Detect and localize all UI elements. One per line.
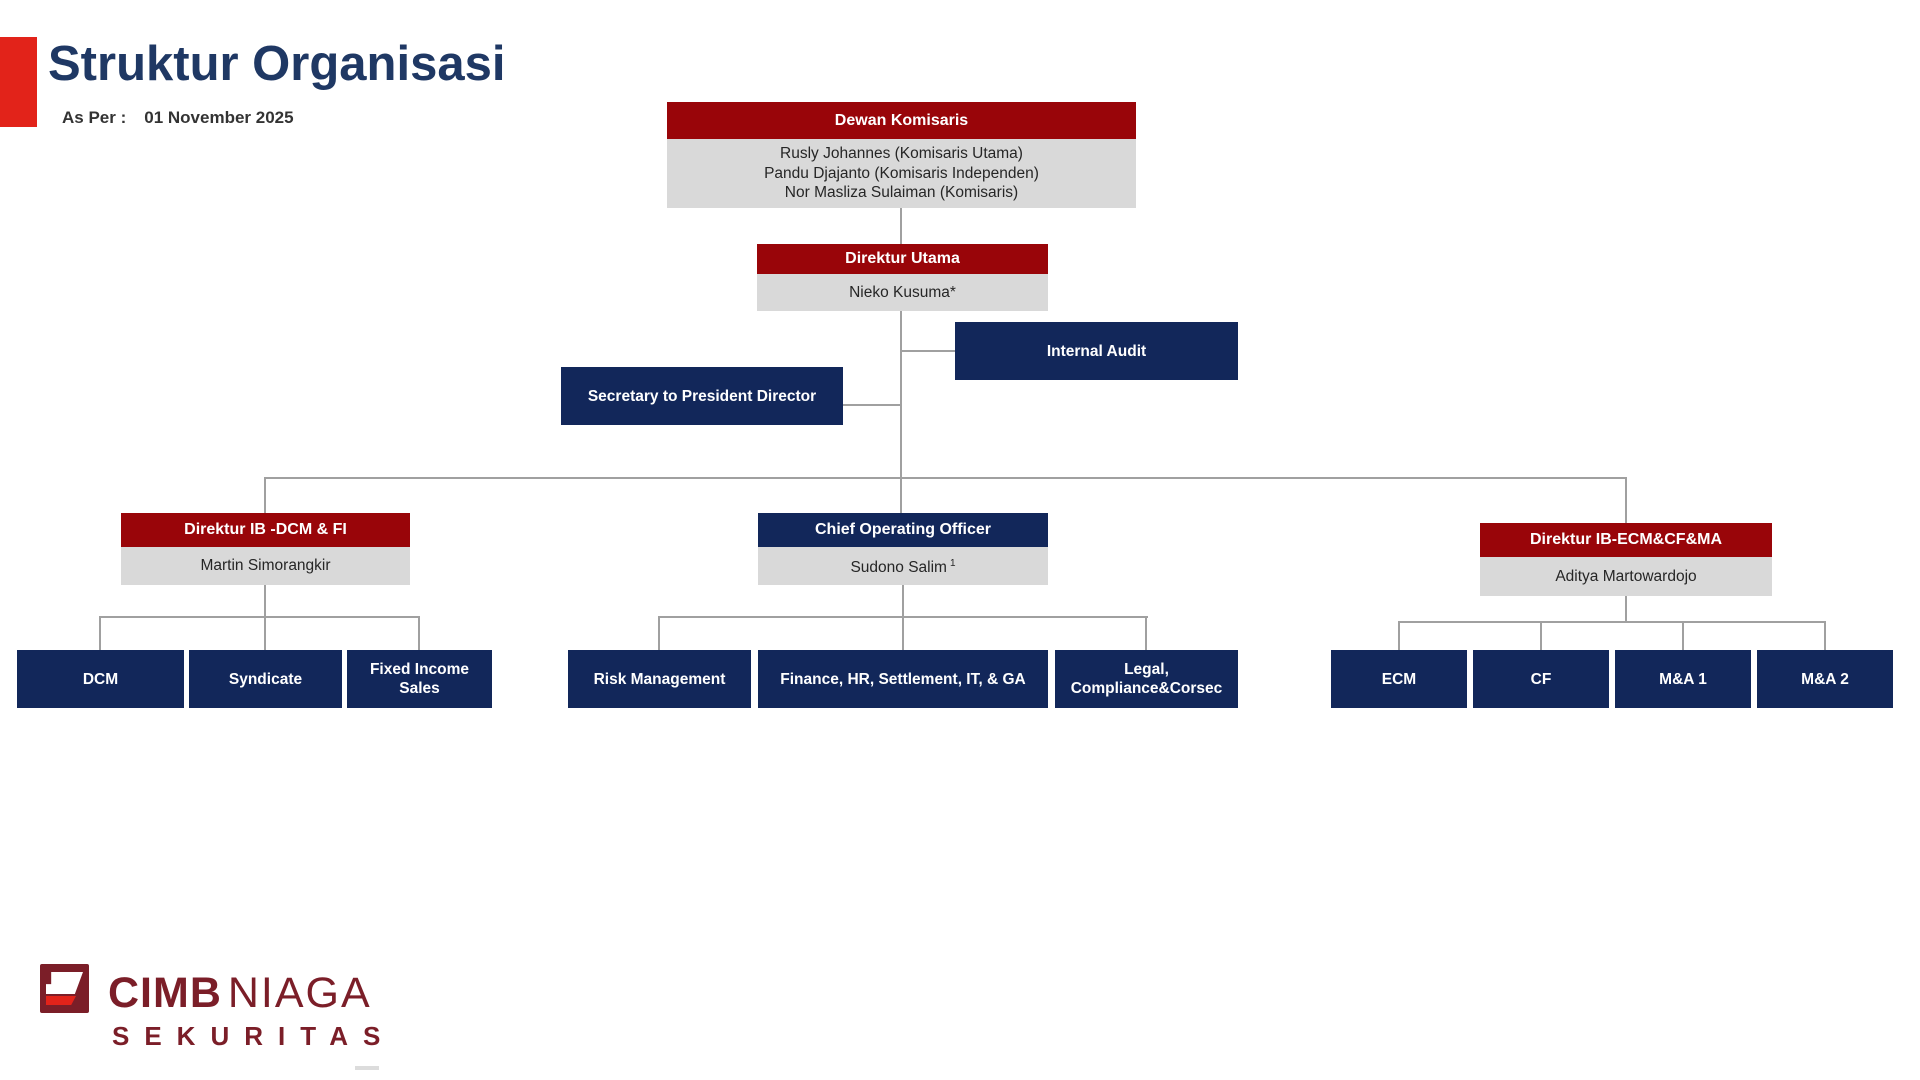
dewan-komisaris-title: Dewan Komisaris bbox=[667, 102, 1136, 139]
unit-ma1-label: M&A 1 bbox=[1659, 670, 1707, 688]
unit-legal-compliance-box: Legal, Compliance&Corsec bbox=[1055, 650, 1238, 708]
connector-line bbox=[902, 616, 904, 650]
unit-ma2-box: M&A 2 bbox=[1757, 650, 1893, 708]
dewan-komisaris-members: Rusly Johannes (Komisaris Utama) Pandu D… bbox=[667, 139, 1136, 208]
unit-legal-compliance-label: Legal, Compliance&Corsec bbox=[1070, 661, 1223, 697]
coo-footnote-mark: 1 bbox=[949, 558, 956, 570]
connector-line bbox=[1398, 621, 1826, 623]
connector-line bbox=[1625, 596, 1627, 623]
direktur-utama-box: Direktur Utama Nieko Kusuma* bbox=[757, 244, 1048, 311]
member-line: Pandu Djajanto (Komisaris Independen) bbox=[764, 164, 1039, 182]
unit-finance-hr-box: Finance, HR, Settlement, IT, & GA bbox=[758, 650, 1048, 708]
direktur-dcm-box: Direktur IB -DCM & FI Martin Simorangkir bbox=[121, 513, 410, 585]
unit-syndicate-label: Syndicate bbox=[228, 670, 303, 688]
as-per-line: As Per : 01 November 2025 bbox=[62, 108, 294, 128]
coo-title: Chief Operating Officer bbox=[758, 513, 1048, 547]
accent-bar bbox=[0, 37, 37, 127]
connector-line bbox=[264, 477, 266, 514]
connector-line bbox=[1145, 616, 1147, 650]
connector-line bbox=[1824, 621, 1826, 650]
connector-line bbox=[900, 350, 957, 352]
connector-line bbox=[264, 616, 266, 650]
unit-syndicate-box: Syndicate bbox=[189, 650, 342, 708]
secretary-box: Secretary to President Director bbox=[561, 367, 843, 425]
unit-ma1-box: M&A 1 bbox=[1615, 650, 1751, 708]
brand-sekuritas: SEKURITAS bbox=[112, 1021, 396, 1051]
unit-finance-hr-label: Finance, HR, Settlement, IT, & GA bbox=[780, 670, 1026, 688]
direktur-ecm-box: Direktur IB-ECM&CF&MA Aditya Martowardoj… bbox=[1480, 523, 1772, 596]
direktur-ecm-title: Direktur IB-ECM&CF&MA bbox=[1480, 523, 1772, 557]
direktur-dcm-name: Martin Simorangkir bbox=[121, 547, 410, 585]
brand-niaga: NIAGA bbox=[227, 969, 372, 1017]
unit-ecm-label: ECM bbox=[1381, 670, 1417, 688]
unit-cf-box: CF bbox=[1473, 650, 1609, 708]
internal-audit-label: Internal Audit bbox=[1046, 342, 1147, 360]
as-per-date: 01 November 2025 bbox=[144, 108, 294, 127]
connector-line bbox=[900, 208, 902, 244]
connector-line bbox=[900, 310, 902, 515]
member-line: Nor Masliza Sulaiman (Komisaris) bbox=[784, 184, 1019, 202]
brand-cimb: CIMB bbox=[108, 969, 222, 1017]
member-line: Rusly Johannes (Komisaris Utama) bbox=[780, 145, 1023, 163]
partial-bottom-element bbox=[355, 1066, 379, 1070]
unit-ecm-box: ECM bbox=[1331, 650, 1467, 708]
connector-line bbox=[1682, 621, 1684, 650]
connector-line bbox=[99, 616, 420, 618]
dewan-komisaris-box: Dewan Komisaris Rusly Johannes (Komisari… bbox=[667, 102, 1136, 208]
page-title: Struktur Organisasi bbox=[48, 37, 506, 91]
direktur-ecm-name: Aditya Martowardojo bbox=[1480, 557, 1772, 596]
connector-line bbox=[1625, 477, 1627, 524]
unit-dcm-label: DCM bbox=[82, 670, 119, 688]
unit-fixed-income-sales-label: Fixed Income Sales bbox=[369, 661, 470, 697]
internal-audit-box: Internal Audit bbox=[955, 322, 1238, 380]
direktur-dcm-title: Direktur IB -DCM & FI bbox=[121, 513, 410, 547]
connector-line bbox=[418, 616, 420, 650]
direktur-utama-name: Nieko Kusuma* bbox=[757, 274, 1048, 311]
secretary-label: Secretary to President Director bbox=[587, 387, 817, 405]
cimb-logo-icon bbox=[40, 964, 89, 1013]
unit-risk-management-box: Risk Management bbox=[568, 650, 751, 708]
unit-cf-label: CF bbox=[1530, 670, 1552, 688]
connector-line bbox=[658, 616, 660, 650]
unit-risk-management-label: Risk Management bbox=[593, 670, 726, 688]
as-per-label: As Per : bbox=[62, 108, 127, 127]
connector-line bbox=[99, 616, 101, 650]
connector-line bbox=[902, 585, 904, 618]
unit-ma2-label: M&A 2 bbox=[1801, 670, 1849, 688]
connector-line bbox=[1540, 621, 1542, 650]
unit-fixed-income-sales-box: Fixed Income Sales bbox=[347, 650, 492, 708]
connector-line bbox=[1398, 621, 1400, 650]
unit-dcm-box: DCM bbox=[17, 650, 184, 708]
direktur-utama-title: Direktur Utama bbox=[757, 244, 1048, 274]
connector-line bbox=[264, 477, 1627, 479]
connector-line bbox=[264, 585, 266, 618]
connector-line bbox=[843, 404, 902, 406]
